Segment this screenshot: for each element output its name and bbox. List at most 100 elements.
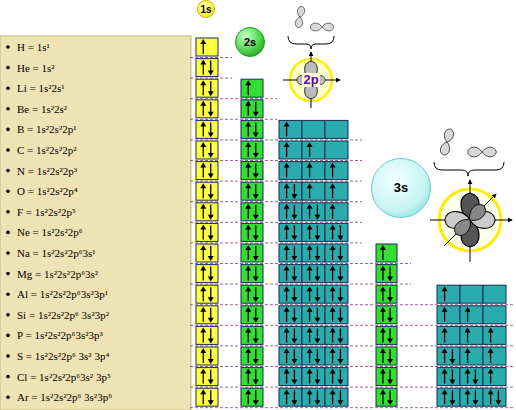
orbital-box — [196, 368, 218, 386]
spin-up-arrow — [309, 352, 310, 363]
orbital-box — [196, 244, 218, 262]
arrow-head — [307, 183, 313, 188]
spin-up-arrow — [309, 167, 310, 178]
row-divider — [190, 345, 514, 346]
arrow-head — [442, 348, 448, 353]
bullet — [6, 148, 10, 152]
arrow-head — [307, 266, 313, 271]
row-divider — [190, 366, 514, 367]
orbital-box — [302, 120, 325, 138]
orbital-box — [196, 59, 218, 77]
orbital-box — [302, 182, 325, 200]
arrow-head — [291, 380, 297, 385]
spin-up-arrow — [203, 43, 204, 54]
orbital-box — [325, 368, 348, 386]
spin-up-arrow — [248, 167, 249, 178]
row-divider — [190, 284, 411, 285]
arrow-head — [314, 256, 320, 261]
spin-down-arrow — [255, 308, 256, 319]
orbital-box — [325, 306, 348, 324]
spin-down-arrow — [210, 143, 211, 154]
orbital-box — [196, 285, 218, 303]
orbital-box — [196, 141, 218, 159]
spin-down-arrow — [210, 246, 211, 257]
spin-up-arrow — [203, 311, 204, 322]
row-divider — [190, 98, 277, 99]
spin-down-arrow — [294, 246, 295, 257]
spin-down-arrow — [340, 267, 341, 278]
orbital-box — [376, 368, 397, 386]
arrow-head — [253, 380, 259, 385]
arrow-head — [200, 80, 206, 85]
orbital-box — [325, 265, 348, 283]
orbital-sphere: 2p — [291, 60, 331, 100]
arrow-head — [200, 327, 206, 332]
arrow-head — [488, 389, 494, 394]
arrow-head — [200, 369, 206, 374]
orbital-box — [483, 388, 506, 406]
arrow-head — [284, 327, 290, 332]
spin-up-arrow — [248, 228, 249, 239]
spin-up-arrow — [309, 311, 310, 322]
row-divider — [190, 242, 362, 243]
sphere-shape — [292, 61, 331, 100]
arrow-head — [291, 318, 297, 323]
orbital-box — [376, 347, 397, 365]
orbital-box — [376, 244, 397, 262]
orbital-box — [483, 326, 506, 344]
row-divider — [190, 57, 232, 58]
spin-up-arrow — [248, 270, 249, 281]
orbital-box — [241, 244, 263, 262]
arrow-head — [253, 297, 259, 302]
spin-up-arrow — [332, 311, 333, 322]
orbital-sphere: 1s — [197, 0, 215, 18]
orbital-box — [325, 203, 348, 221]
spin-up-arrow — [286, 352, 287, 363]
spin-up-arrow — [382, 249, 383, 260]
arrow-head — [284, 348, 290, 353]
spin-down-arrow — [475, 370, 476, 381]
arrow-head — [314, 297, 320, 302]
spin-up-arrow — [382, 352, 383, 363]
spin-down-arrow — [210, 328, 211, 339]
bullet — [6, 45, 10, 49]
row-divider — [190, 222, 362, 223]
arrow-head — [200, 39, 206, 44]
arrow-head — [387, 359, 393, 364]
arrow-head — [291, 359, 297, 364]
arrow-head — [253, 112, 259, 117]
spin-up-arrow — [203, 331, 204, 342]
arrow-head — [200, 286, 206, 291]
configuration-label: Al = 1s²2s²2p⁶3s²3p¹ — [17, 286, 108, 302]
arrow-head — [465, 389, 471, 394]
spin-up-arrow — [490, 352, 491, 363]
orbital-box — [483, 306, 506, 324]
spin-up-arrow — [286, 290, 287, 301]
p-orbital-figure — [283, 52, 340, 108]
arrow-head — [449, 380, 455, 385]
arrow-head — [284, 389, 290, 394]
arrow-head — [330, 389, 336, 394]
spin-up-arrow — [286, 187, 287, 198]
orbital-box — [279, 306, 302, 324]
arrow-head — [337, 318, 343, 323]
arrow-head — [245, 348, 251, 353]
spin-down-arrow — [389, 267, 390, 278]
orbital-box — [302, 368, 325, 386]
arrow-head — [442, 307, 448, 312]
orbital-box — [325, 120, 348, 138]
orbital-box — [279, 265, 302, 283]
arrow-head — [465, 307, 471, 312]
orbital-box — [325, 223, 348, 241]
arrow-head — [245, 266, 251, 271]
row-divider — [190, 304, 514, 305]
spin-up-arrow — [332, 352, 333, 363]
spin-up-arrow — [332, 167, 333, 178]
arrow-head — [291, 277, 297, 282]
arrow-head — [200, 183, 206, 188]
arrow-head — [200, 307, 206, 312]
spin-down-arrow — [255, 267, 256, 278]
orbital-sphere: 3s — [371, 158, 431, 218]
spin-down-arrow — [255, 370, 256, 381]
orbital-label: 2p — [302, 73, 319, 87]
